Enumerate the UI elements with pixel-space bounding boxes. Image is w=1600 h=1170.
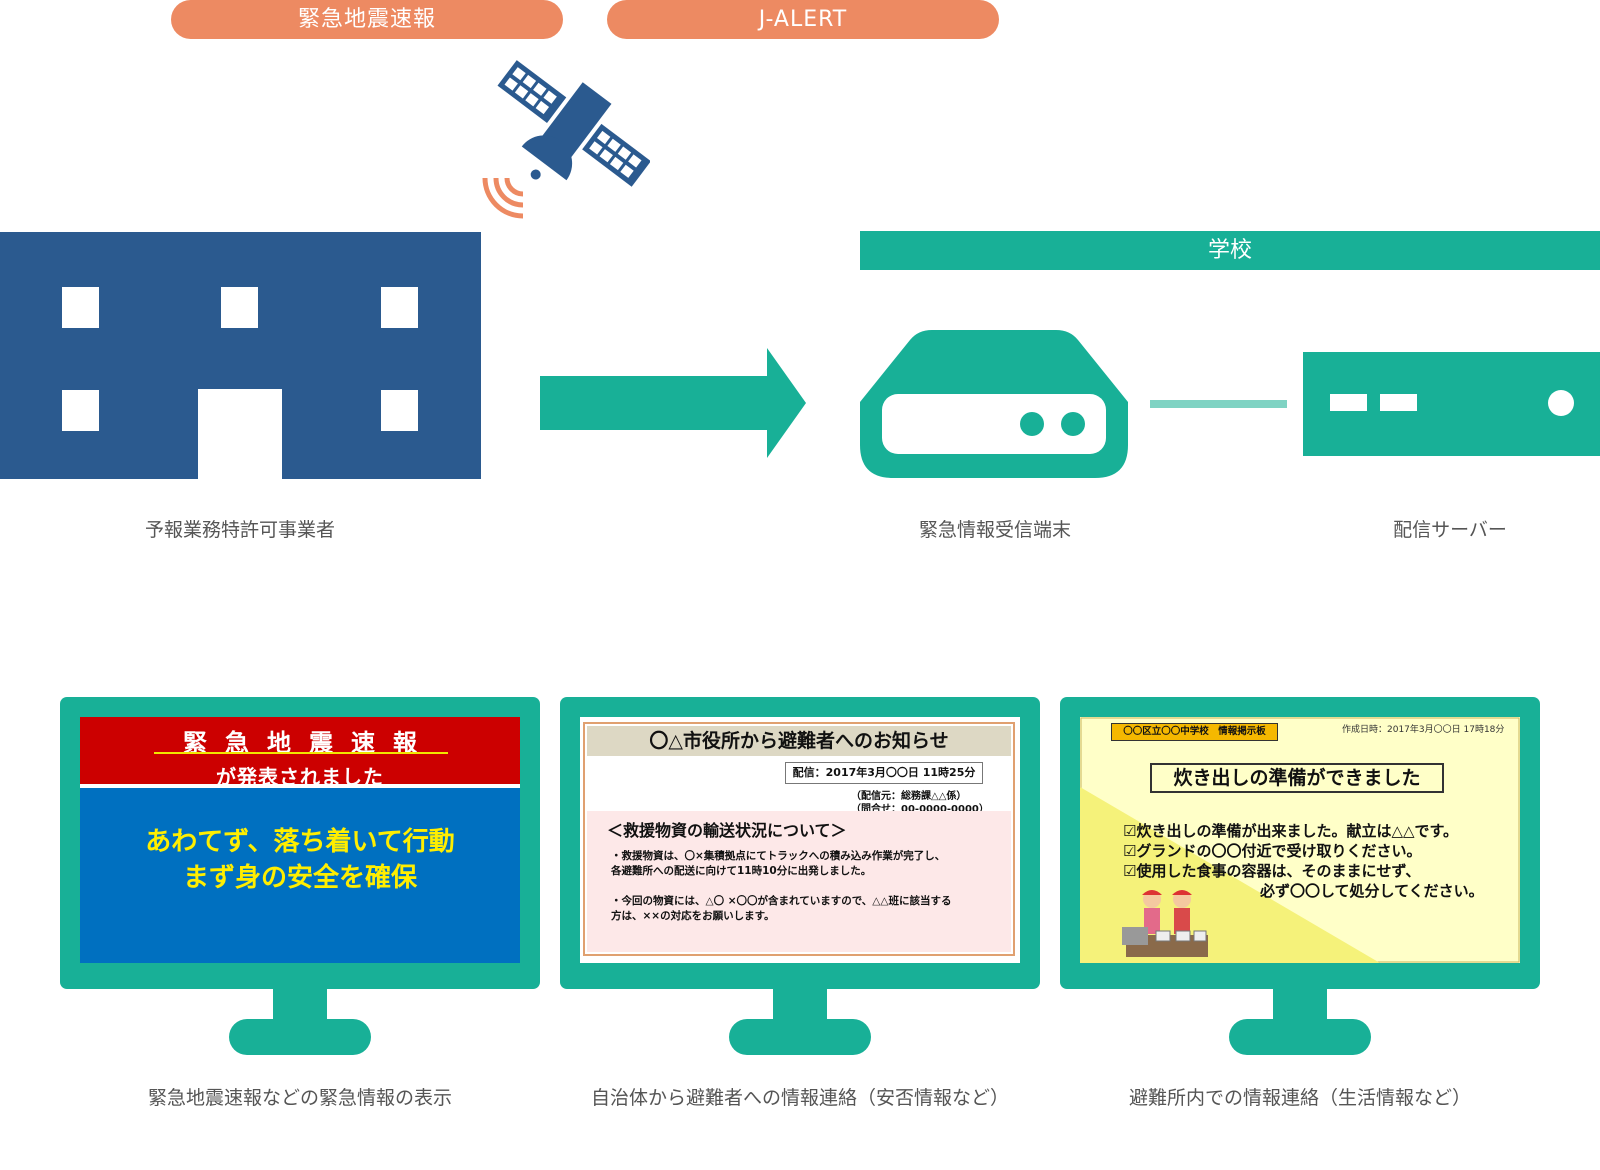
monitor-eew: 緊急地震速報 が発表されました あわてず、落ち着いて行動 まず身の安全を確保: [60, 697, 540, 989]
screen-eew: 緊急地震速報 が発表されました あわてず、落ち着いて行動 まず身の安全を確保: [80, 717, 520, 963]
shelter-screen-line1: ☑炊き出しの準備が出来ました。献立は△△です。: [1123, 822, 1459, 840]
city-screen-p1b: 各避難所への配送に向けて11時10分に出発しました。: [611, 865, 872, 877]
connector-line: [1150, 400, 1287, 408]
city-screen-source: （配信元：総務課△△係）: [851, 791, 967, 802]
city-screen-contact: （問合せ：00-0000-0000）: [851, 804, 989, 815]
server-icon: [1303, 352, 1600, 456]
caption-eew: 緊急地震速報などの緊急情報の表示: [147, 1087, 452, 1109]
screen-city: 〇△市役所から避難者へのお知らせ 配信：2017年3月〇〇日 11時25分 （配…: [580, 717, 1020, 963]
caption-shelter: 避難所内での情報連絡（生活情報など）: [1128, 1087, 1471, 1109]
city-screen-p2b: 方は、××の対応をお願いします。: [611, 910, 775, 922]
city-screen-title: 〇△市役所から避難者へのお知らせ: [587, 726, 1011, 756]
city-screen-section: ＜救援物資の輸送状況について＞: [607, 821, 847, 840]
shelter-screen-line2: ☑グランドの〇〇付近で受け取りください。: [1123, 842, 1422, 860]
city-screen-p1a: ・救援物資は、〇×集積拠点にてトラックへの積み込み作業が完了し、: [611, 850, 946, 862]
city-screen-date: 配信：2017年3月〇〇日 11時25分: [785, 762, 983, 784]
eew-screen-line1: あわてず、落ち着いて行動: [145, 827, 455, 857]
monitor-city: 〇△市役所から避難者へのお知らせ 配信：2017年3月〇〇日 11時25分 （配…: [560, 697, 1040, 989]
shelter-screen-line3: ☑使用した食事の容器は、そのままにせず、: [1123, 862, 1421, 880]
server-label: 配信サーバー: [1393, 519, 1507, 541]
building-icon: [0, 232, 481, 479]
forecaster-label: 予報業務特許可事業者: [144, 519, 335, 541]
jalert-label: J-ALERT: [607, 0, 999, 39]
shelter-screen-title: 炊き出しの準備ができました: [1150, 763, 1444, 793]
arrow-right-icon: [540, 348, 806, 458]
monitor-shelter: 〇〇区立〇〇中学校 情報掲示板 作成日時：2017年3月〇〇日 17時18分 炊…: [1060, 697, 1540, 989]
terminal-label: 緊急情報受信端末: [918, 519, 1071, 541]
cooks-illustration: [1122, 890, 1208, 957]
receiver-terminal-icon: [860, 330, 1128, 478]
eew-screen-line2: まず身の安全を確保: [182, 863, 417, 893]
shelter-screen-date: 作成日時：2017年3月〇〇日 17時18分: [1342, 725, 1505, 735]
shelter-screen-line4: 必ず〇〇して処分してください。: [1260, 882, 1484, 900]
school-label: 学校: [860, 231, 1600, 270]
eew-label: 緊急地震速報: [171, 0, 563, 39]
city-screen-p2a: ・今回の物資には、△〇 ×〇〇が含まれていますので、△△班に該当する: [611, 895, 952, 907]
shelter-screen-tag: 〇〇区立〇〇中学校 情報掲示板: [1111, 723, 1278, 741]
caption-city: 自治体から避難者への情報連絡（安否情報など）: [590, 1087, 1009, 1109]
satellite-icon: [482, 60, 650, 219]
screen-shelter: 〇〇区立〇〇中学校 情報掲示板 作成日時：2017年3月〇〇日 17時18分 炊…: [1080, 717, 1520, 963]
